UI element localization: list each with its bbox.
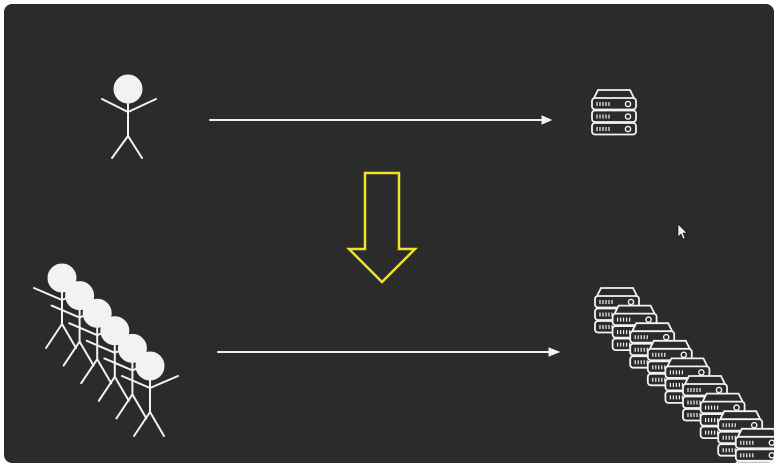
canvas-background — [4, 4, 774, 463]
down-arrow-icon — [345, 171, 419, 284]
server-fleet-icon — [594, 287, 774, 463]
single-person-icon — [101, 74, 157, 159]
diagram-canvas — [4, 4, 774, 463]
person-icon — [121, 351, 179, 437]
request-arrow-many — [217, 347, 561, 357]
crowd-of-people-icon — [33, 263, 179, 437]
server-unit — [734, 427, 774, 463]
server-unit — [591, 89, 637, 136]
request-arrow-single — [209, 115, 553, 125]
single-server-icon — [591, 89, 637, 136]
mouse-pointer-icon — [677, 223, 688, 240]
scaling-diagram — [4, 4, 774, 463]
